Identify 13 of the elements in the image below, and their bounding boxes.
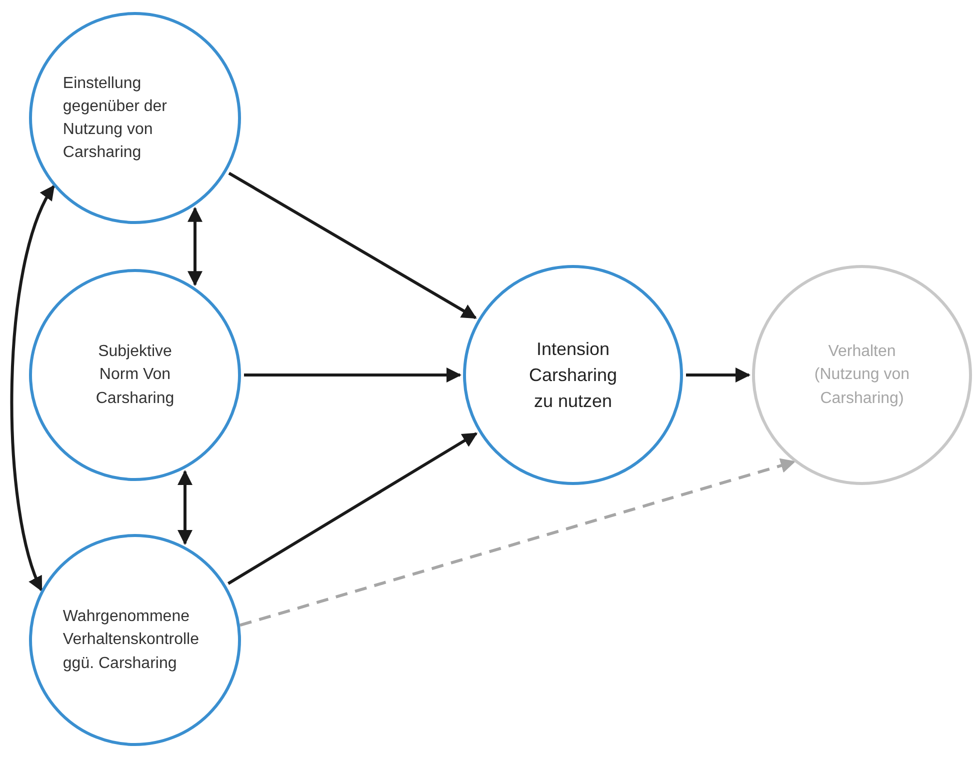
node-label: Verhalten (Nutzung von Carsharing) [813, 342, 911, 409]
arrow [686, 368, 750, 382]
arrow [228, 172, 477, 320]
node-label: Wahrgenommene Verhaltenskontrolle ggü. Carsharing [62, 607, 200, 674]
arrow [188, 206, 202, 286]
node-label: Intension Carsharing zu nutzen [528, 338, 618, 414]
node-label: Subjektive Norm Von Carsharing [94, 342, 176, 409]
node-label: Einstellung gegenüber der Nutzung von Carsharing [62, 74, 168, 164]
arrow [178, 470, 192, 546]
arrow [240, 458, 796, 627]
arrow [227, 432, 478, 585]
arrow [244, 368, 462, 382]
arrow [10, 184, 56, 592]
